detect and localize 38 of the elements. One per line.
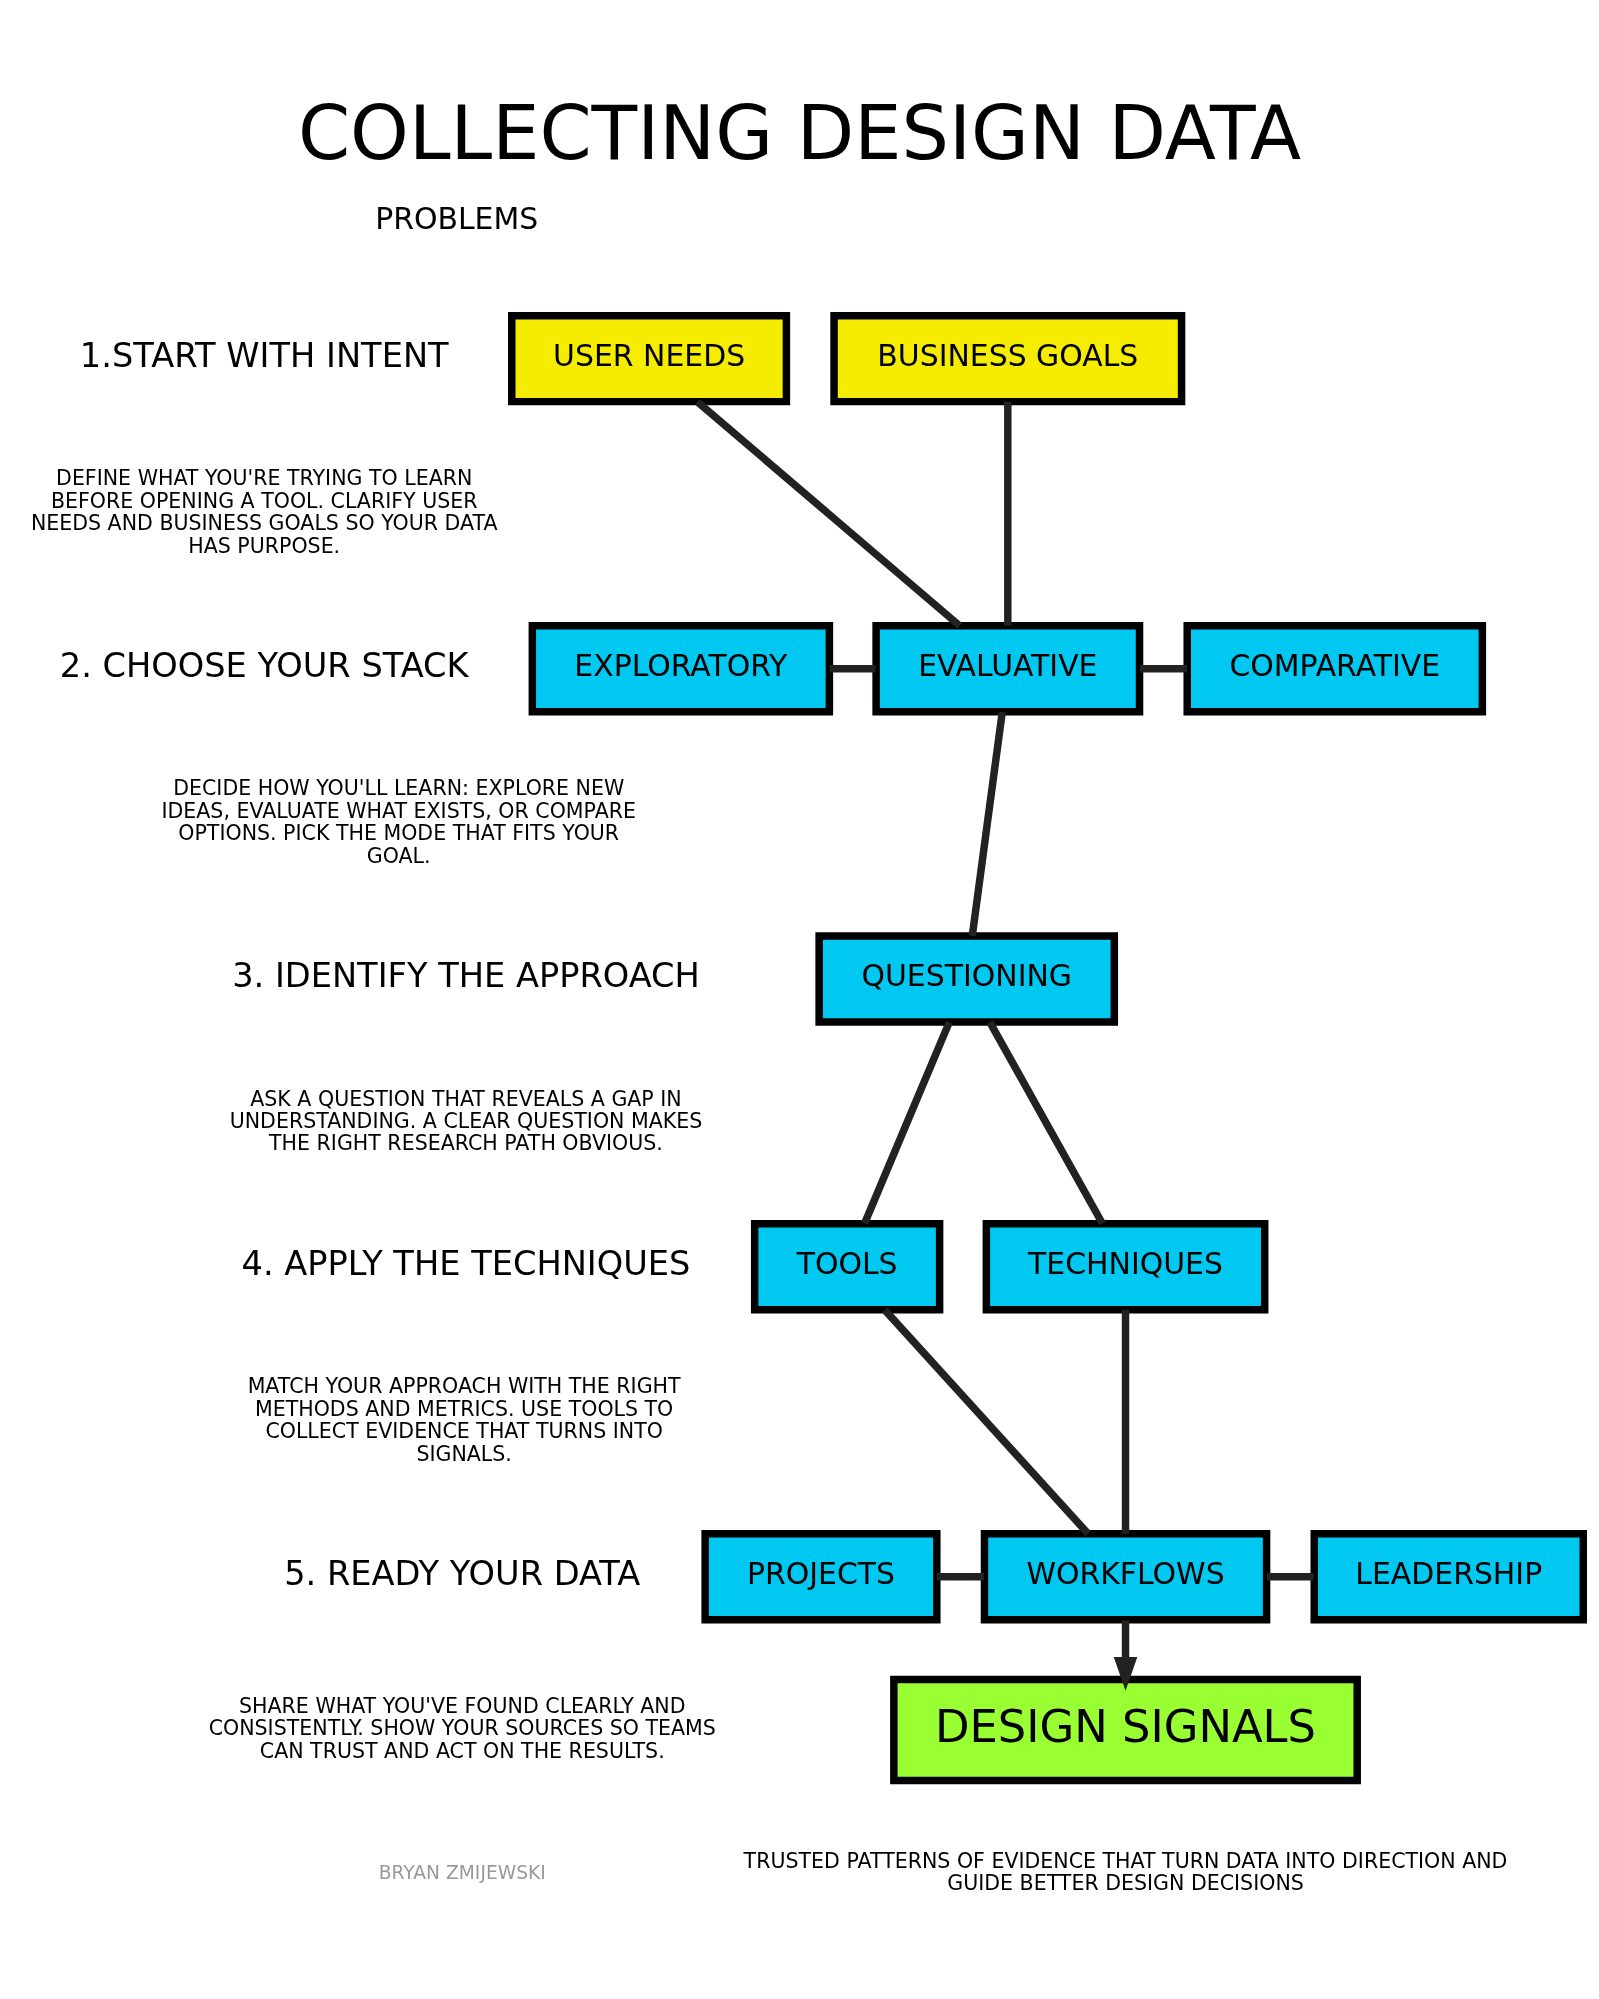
- connector: [1004, 401, 1012, 626]
- arrow: [1113, 1620, 1138, 1691]
- label: SHARE WHAT YOU'VE FOUND CLEARLY AND CONSISTENTLY. SHOW YOUR SOURCES SO TEAMS CAN TRUST AND ACT ON THE RESULTS.: [208, 1693, 716, 1763]
- connector: [1266, 1573, 1314, 1581]
- label: BRYAN ZMIJEWSKI: [378, 1861, 546, 1883]
- connector: [695, 399, 963, 629]
- label: MATCH YOUR APPROACH WITH THE RIGHT METHODS AND METRICS. USE TOOLS TO COLLECT EVIDENCE THAT TURNS INTO SIGNALS.: [247, 1374, 681, 1466]
- node-box: DESIGN SIGNALS: [890, 1675, 1361, 1785]
- label: DEFINE WHAT YOU'RE TRYING TO LEARN BEFORE OPENING A TOOL. CLARIFY USER NEEDS AND BUSINESS GOALS SO YOUR DATA HAS PURPOSE.: [30, 466, 498, 558]
- node-box: BUSINESS GOALS: [830, 311, 1186, 406]
- label: 2. CHOOSE YOUR STACK: [59, 646, 469, 686]
- node-box: USER NEEDS: [508, 311, 791, 406]
- node-box: QUESTIONING: [815, 932, 1119, 1026]
- node-box: TOOLS: [750, 1219, 944, 1314]
- label: 4. APPLY THE TECHNIQUES: [241, 1243, 691, 1283]
- connector: [829, 665, 876, 673]
- label: DECIDE HOW YOU'LL LEARN: EXPLORE NEW IDEAS, EVALUATE WHAT EXISTS, OR COMPARE OPTIONS. PICK THE MODE THAT FITS YOUR GOAL.: [161, 776, 637, 868]
- node-box: COMPARATIVE: [1183, 622, 1487, 716]
- label: PROBLEMS: [375, 201, 539, 237]
- node-box: WORKFLOWS: [980, 1530, 1271, 1624]
- label: 1.START WITH INTENT: [79, 335, 449, 375]
- connector: [881, 1307, 1091, 1537]
- node-label: TRUSTED PATTERNS OF EVIDENCE THAT TURN DATA INTO DIRECTION AND GUIDE BETTER DESIGN DECISIONS: [743, 1848, 1508, 1896]
- node-box: EVALUATIVE: [872, 622, 1144, 716]
- node-box: TECHNIQUES: [982, 1219, 1269, 1314]
- connector: [861, 1020, 953, 1225]
- node-box: LEADERSHIP: [1310, 1530, 1587, 1624]
- connector: [936, 1573, 985, 1581]
- diagram-title: COLLECTING DESIGN DATA: [297, 89, 1302, 177]
- label: 3. IDENTIFY THE APPROACH: [232, 956, 700, 996]
- connector: [986, 1020, 1106, 1226]
- label: 5. READY YOUR DATA: [284, 1554, 641, 1594]
- label: ASK A QUESTION THAT REVEALS A GAP IN UNDERSTANDING. A CLEAR QUESTION MAKES THE RIGHT RESEARCH PATH OBVIOUS.: [229, 1086, 703, 1156]
- node-box: EXPLORATORY: [528, 622, 834, 716]
- connector: [1140, 665, 1188, 673]
- node-box: PROJECTS: [701, 1530, 941, 1624]
- connector: [1121, 1309, 1130, 1534]
- connector: [968, 711, 1006, 937]
